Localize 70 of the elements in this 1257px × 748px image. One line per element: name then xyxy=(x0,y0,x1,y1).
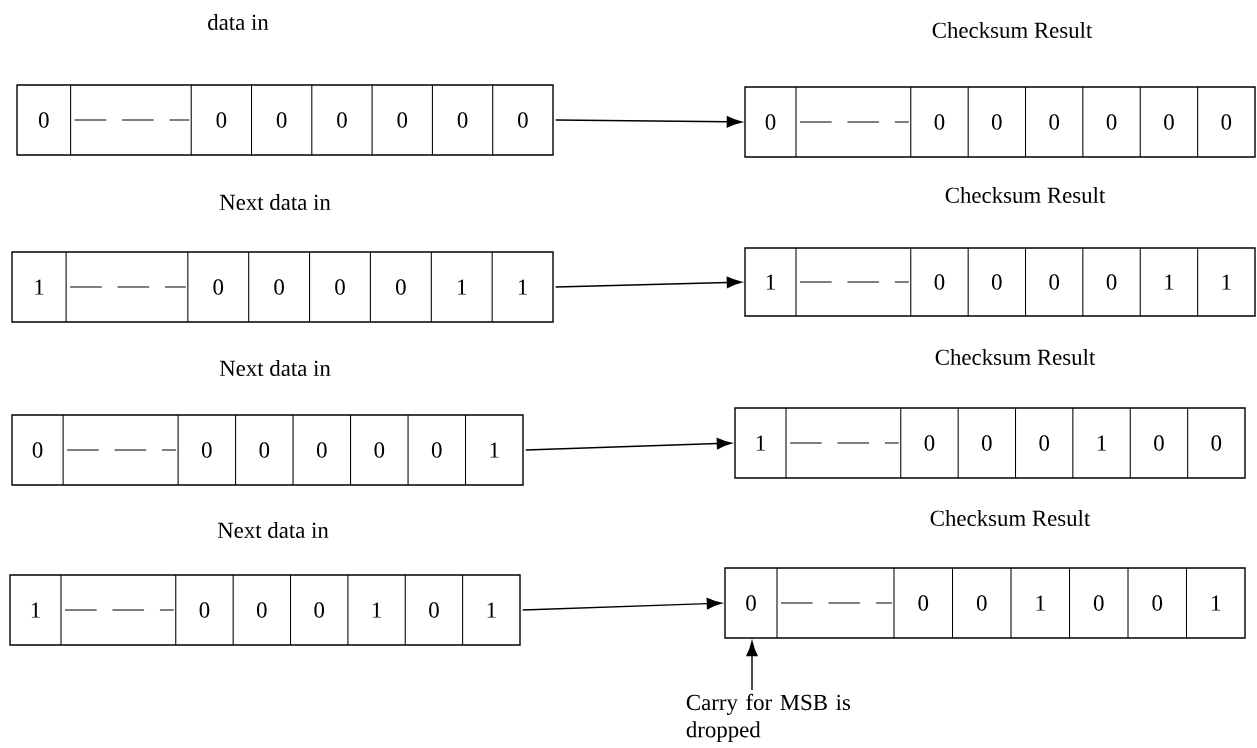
bit-digit: 1 xyxy=(487,602,496,618)
bit-digit: 1 xyxy=(35,279,44,295)
arrow xyxy=(555,116,742,128)
bit-digit: 1 xyxy=(1036,595,1045,611)
bit-digit: 1 xyxy=(372,602,381,618)
bit-digit: 1 xyxy=(1212,595,1221,611)
bit-digit: 0 xyxy=(216,112,227,128)
bit-digit: 0 xyxy=(1049,114,1060,130)
bit-digit: 0 xyxy=(924,435,935,451)
bit-digit: 1 xyxy=(31,602,40,618)
arrow xyxy=(746,641,758,691)
bit-digit: 0 xyxy=(199,602,210,618)
register-heading: Checksum Result xyxy=(935,348,1096,366)
bit-digit: 0 xyxy=(1039,435,1050,451)
bit-digit: 0 xyxy=(257,602,267,618)
bit-digit: 0 xyxy=(1106,114,1117,130)
bit-digit: 0 xyxy=(317,442,327,458)
bit-digit: 0 xyxy=(1152,595,1163,611)
register-heading: Next data in xyxy=(219,359,331,377)
bit-digit: 1 xyxy=(1222,274,1231,290)
bit-digit: 0 xyxy=(314,602,325,618)
note-text: Carry for MSB is dropped xyxy=(686,693,850,743)
bit-digit: 1 xyxy=(1097,435,1106,451)
bit-digit: 0 xyxy=(765,114,776,130)
bit-digit: 0 xyxy=(918,595,929,611)
bit-digit: 0 xyxy=(1164,114,1174,130)
bit-digit: 0 xyxy=(1093,595,1104,611)
register-heading: Checksum Result xyxy=(932,21,1093,39)
bit-digit: 0 xyxy=(934,274,945,290)
bit-digit: 0 xyxy=(457,112,468,128)
bit-digit: 0 xyxy=(202,442,212,458)
bit-digit: 1 xyxy=(458,279,467,295)
bit-digit: 0 xyxy=(431,442,442,458)
bit-digit: 0 xyxy=(337,112,347,128)
bit-digit: 0 xyxy=(396,279,406,295)
bit-digit: 0 xyxy=(213,279,224,295)
bit-digit: 0 xyxy=(1221,114,1232,130)
bit-digit: 1 xyxy=(1165,274,1174,290)
register-heading: Checksum Result xyxy=(930,509,1091,527)
bit-digit: 0 xyxy=(335,279,345,295)
arrow xyxy=(555,276,742,289)
bit-digit: 0 xyxy=(259,442,270,458)
bit-digit: 0 xyxy=(429,602,439,618)
arrow xyxy=(522,597,722,611)
bit-digit: 0 xyxy=(397,112,408,128)
bit-digit: 0 xyxy=(746,595,756,611)
register-heading: data in xyxy=(208,13,269,31)
bit-digit: 0 xyxy=(992,114,1002,130)
bit-digit: 0 xyxy=(992,274,1002,290)
bit-digit: 1 xyxy=(518,279,527,295)
bit-digit: 1 xyxy=(490,442,499,458)
bit-digit: 0 xyxy=(374,442,385,458)
bit-digit: 0 xyxy=(1211,435,1222,451)
bit-digit: 1 xyxy=(766,274,775,290)
bit-digit: 0 xyxy=(39,112,49,128)
register-heading: Next data in xyxy=(217,521,329,539)
bit-digit: 0 xyxy=(1049,274,1060,290)
bit-digit: 0 xyxy=(1154,435,1164,451)
bit-digit: 0 xyxy=(1106,274,1117,290)
register-heading: Checksum Result xyxy=(945,186,1106,204)
register-heading: Next data in xyxy=(219,193,331,211)
bit-digit: 1 xyxy=(756,435,765,451)
bit-digit: 0 xyxy=(276,112,287,128)
bit-digit: 0 xyxy=(982,435,992,451)
bit-digit: 0 xyxy=(518,112,528,128)
bit-digit: 0 xyxy=(32,442,43,458)
bit-digit: 0 xyxy=(934,114,945,130)
bit-digit: 0 xyxy=(976,595,987,611)
bit-digit: 0 xyxy=(274,279,284,295)
arrow xyxy=(525,437,732,451)
